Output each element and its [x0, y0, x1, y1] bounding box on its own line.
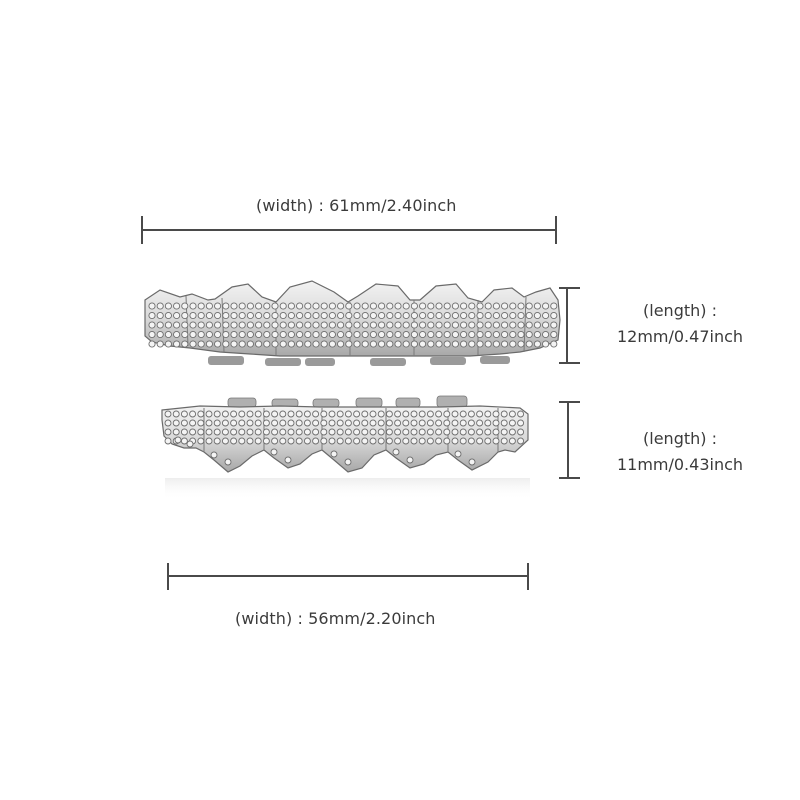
- top-grill: [144, 280, 561, 366]
- top-width-left-cap: [141, 216, 143, 244]
- top-length-line: [566, 287, 568, 363]
- bottom-length-top-cap: [559, 401, 580, 403]
- top-grill-stones: [148, 302, 558, 348]
- bottom-length-label: (length) : 11mm/0.43inch: [600, 426, 760, 478]
- bottom-grill-reflection: [165, 478, 530, 500]
- bottom-grill: [161, 395, 530, 500]
- bottom-grill-tabs: [227, 395, 468, 408]
- top-length-label: (length) : 12mm/0.47inch: [600, 298, 760, 350]
- bottom-length-bottom-cap: [559, 477, 580, 479]
- top-width-right-cap: [555, 216, 557, 244]
- bottom-length-label-line2: 11mm/0.43inch: [616, 455, 744, 474]
- bottom-width-label: (width) : 56mm/2.20inch: [235, 609, 436, 628]
- top-length-label-line2: 12mm/0.47inch: [616, 327, 744, 346]
- bottom-width-right-cap: [527, 563, 529, 590]
- bottom-width-line: [167, 575, 529, 577]
- top-length-label-line1: (length) :: [643, 301, 717, 320]
- bottom-width-left-cap: [167, 563, 169, 590]
- bottom-grill-stones: [164, 410, 525, 466]
- bottom-length-label-line1: (length) :: [643, 429, 717, 448]
- bottom-length-line: [567, 401, 569, 478]
- top-grill-backing: [208, 356, 510, 366]
- top-length-top-cap: [559, 287, 580, 289]
- top-width-line: [141, 229, 557, 231]
- top-width-label: (width) : 61mm/2.40inch: [256, 196, 457, 215]
- top-length-bottom-cap: [559, 362, 580, 364]
